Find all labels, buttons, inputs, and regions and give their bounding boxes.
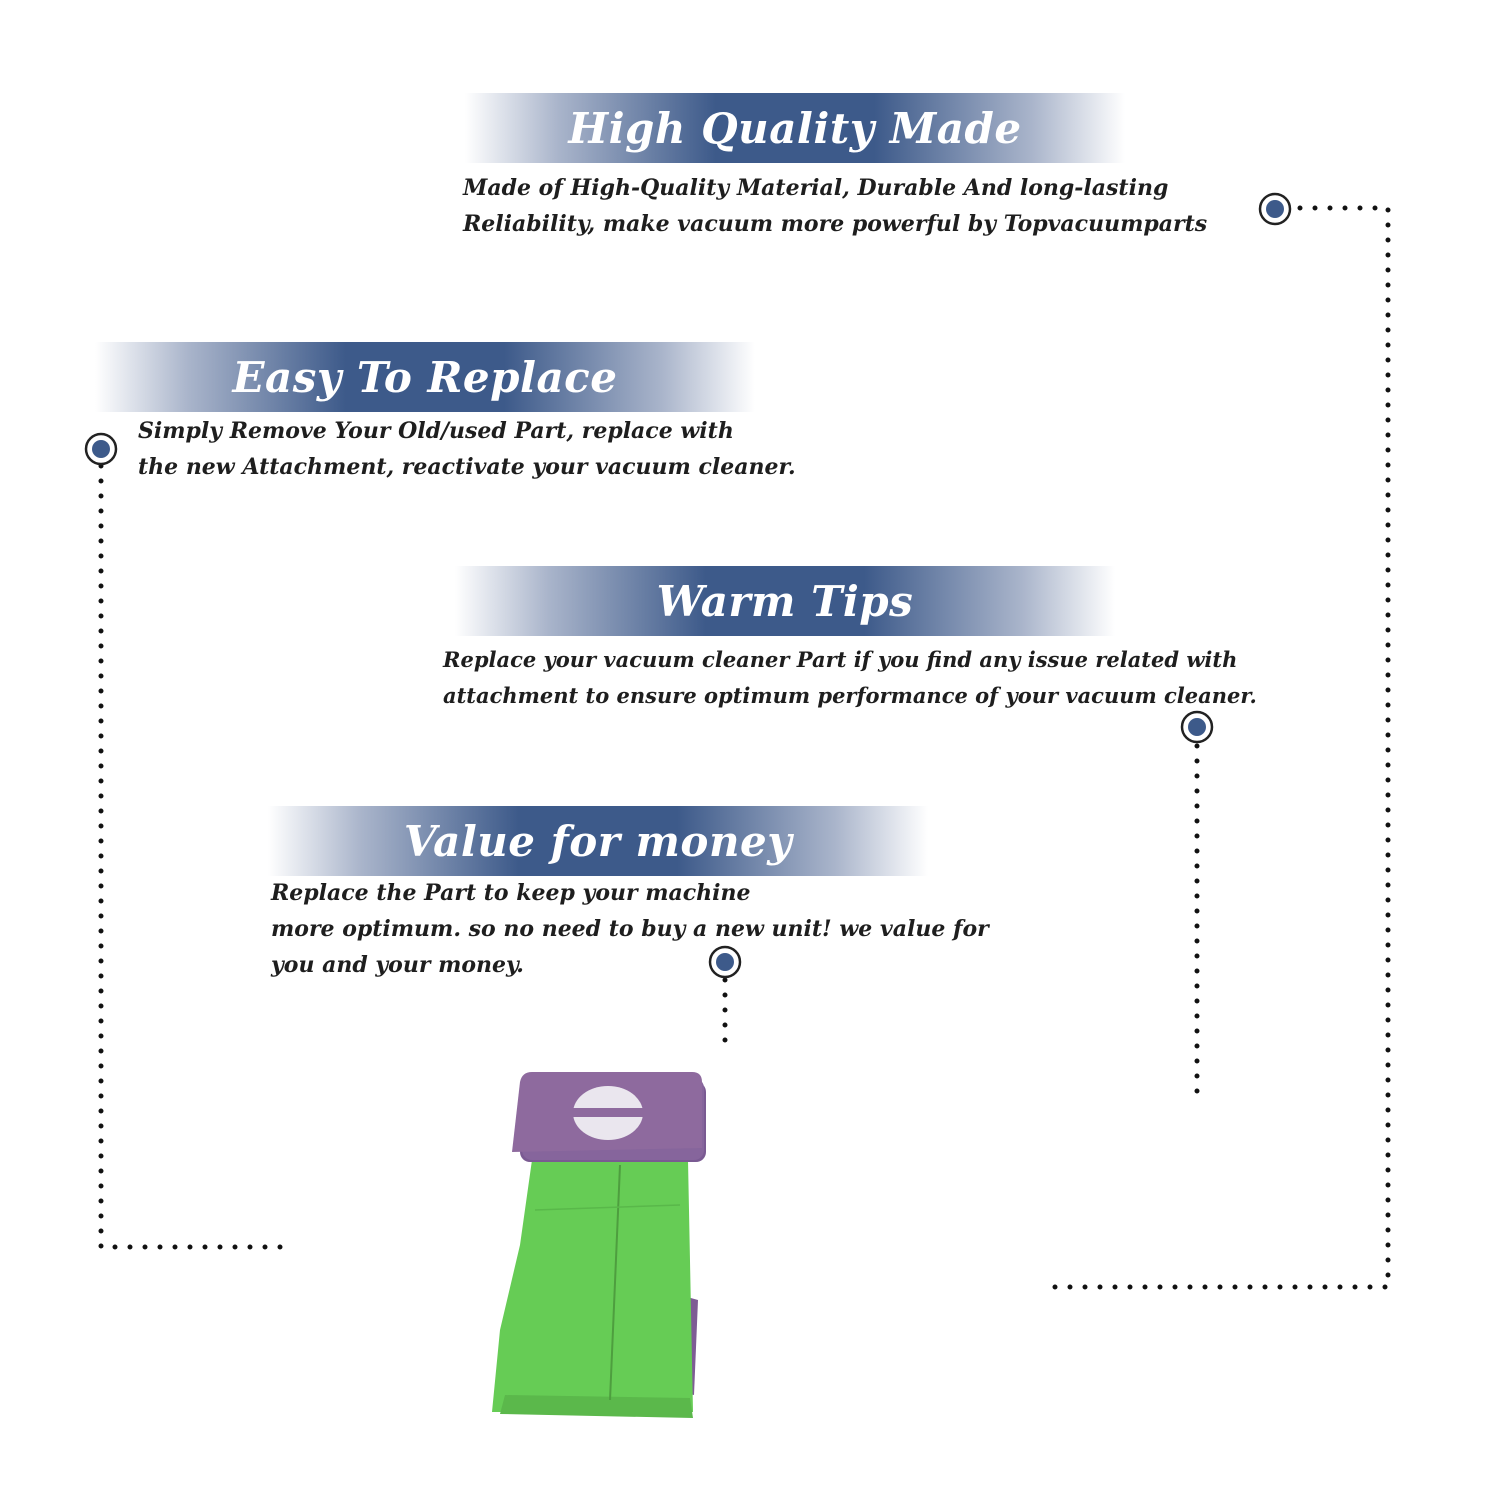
section-title-value-money: Value for money — [403, 816, 793, 866]
section-title-warm-tips: Warm Tips — [656, 576, 914, 626]
description-line: Reliability, make vacuum more powerful b… — [463, 211, 1208, 237]
banner-easy-replace: Easy To Replace — [95, 342, 755, 412]
description-line: Made of High-Quality Material, Durable A… — [463, 175, 1169, 201]
target-marker-icon — [708, 945, 742, 979]
banner-value-money: Value for money — [268, 806, 928, 876]
description-line: Replace the Part to keep your machine — [271, 880, 751, 906]
description-line: the new Attachment, reactivate your vacu… — [138, 454, 796, 480]
vacuum-bag-icon — [492, 1072, 706, 1418]
target-marker-icon — [1180, 710, 1214, 744]
section-title-high-quality: High Quality Made — [568, 103, 1022, 153]
description-high-quality: Made of High-Quality Material, Durable A… — [463, 170, 1207, 242]
description-line: Simply Remove Your Old/used Part, replac… — [138, 418, 734, 444]
description-line: you and your money. — [271, 952, 524, 978]
banner-high-quality: High Quality Made — [465, 93, 1125, 163]
description-warm-tips: Replace your vacuum cleaner Part if you … — [443, 642, 1257, 714]
section-title-easy-replace: Easy To Replace — [232, 352, 618, 402]
connector-high-quality — [1037, 205, 1391, 1290]
connector-easy-replace — [98, 463, 298, 1250]
target-marker-icon — [84, 432, 118, 466]
description-value-money: Replace the Part to keep your machine mo… — [271, 875, 989, 983]
description-line: Replace your vacuum cleaner Part if you … — [443, 647, 1238, 672]
description-easy-replace: Simply Remove Your Old/used Part, replac… — [138, 413, 796, 485]
dotted-connectors — [98, 205, 1391, 1290]
description-line: more optimum. so no need to buy a new un… — [271, 916, 989, 942]
description-line: attachment to ensure optimum performance… — [443, 683, 1257, 708]
banner-warm-tips: Warm Tips — [455, 566, 1115, 636]
target-marker-icon — [1258, 192, 1292, 226]
